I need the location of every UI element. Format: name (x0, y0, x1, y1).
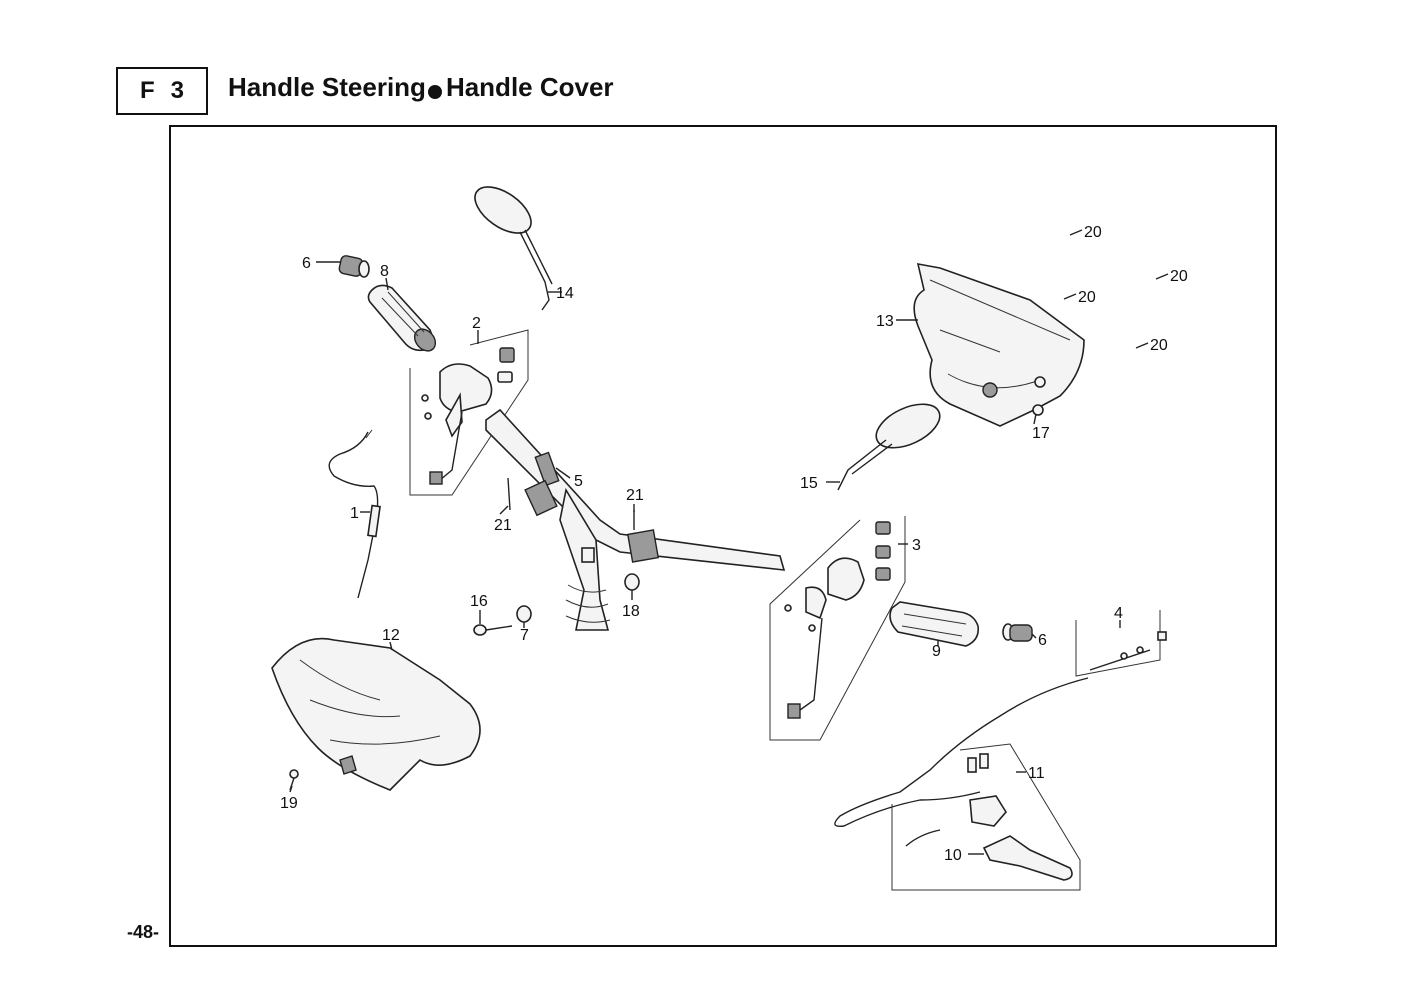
left-bar-end-weight-drawing (338, 255, 370, 278)
brake-lever-assembly-drawing (891, 743, 1081, 891)
page-title: Handle Steering Handle Cover (228, 72, 614, 103)
leader-lines (289, 261, 1121, 855)
callout-2: 2 (472, 315, 481, 332)
left-switch-assembly-drawing (409, 329, 529, 496)
diagram-frame (169, 125, 1277, 947)
callout-3: 3 (912, 537, 921, 554)
section-letter: F (139, 77, 155, 104)
callout-20-b: 20 (1170, 268, 1188, 285)
callout-18: 18 (622, 603, 640, 620)
screw-20a-drawing (1069, 229, 1083, 236)
callout-7: 7 (520, 627, 529, 644)
callout-9: 9 (932, 643, 941, 660)
brake-cable-drawing (834, 610, 1167, 827)
nut-7-drawing (516, 605, 532, 623)
title-part1: Handle Steering (228, 72, 426, 102)
right-switch-assembly-drawing (769, 516, 906, 741)
screw-19-drawing (289, 769, 299, 791)
callout-21-left: 21 (494, 517, 512, 534)
screw-20c-drawing (1063, 293, 1077, 300)
screw-20d-drawing (1135, 342, 1149, 349)
left-grip-drawing (367, 284, 437, 352)
callout-12: 12 (382, 627, 400, 644)
screw-21-left-drawing (507, 477, 511, 511)
callout-14: 14 (556, 285, 574, 302)
section-number: 3 (170, 77, 184, 104)
callout-16: 16 (470, 593, 488, 610)
callout-4: 4 (1114, 605, 1123, 622)
front-handle-cover-drawing (271, 637, 481, 791)
callout-17: 17 (1032, 425, 1050, 442)
callout-20-c: 20 (1078, 289, 1096, 306)
title-part2: Handle Cover (445, 72, 614, 102)
bolt-16-drawing (473, 624, 513, 636)
callout-19: 19 (280, 795, 298, 812)
callout-8: 8 (380, 263, 389, 280)
callout-13: 13 (876, 313, 894, 330)
callout-11: 11 (1028, 765, 1045, 782)
right-mirror-drawing (837, 403, 941, 491)
left-mirror-drawing (474, 186, 553, 311)
throttle-cable-drawing (328, 429, 381, 599)
callout-10: 10 (944, 847, 962, 864)
right-bar-end-weight-drawing (1002, 623, 1033, 642)
screw-17-drawing (1032, 404, 1044, 416)
callout-5: 5 (574, 473, 583, 490)
brake-lever-drawing (982, 835, 1073, 881)
rear-handle-cover-drawing (913, 262, 1085, 427)
section-code-box: F 3 (116, 67, 208, 115)
right-grip-drawing (889, 601, 980, 647)
handlebar-drawing (485, 408, 786, 631)
callout-1: 1 (350, 505, 359, 522)
callout-21-right: 21 (626, 487, 644, 504)
bullet-dot-icon (427, 84, 442, 99)
callout-15: 15 (800, 475, 818, 492)
callout-6-right: 6 (1038, 632, 1047, 649)
callout-20-a: 20 (1084, 224, 1102, 241)
page-number: -48- (127, 922, 160, 942)
callout-6-left: 6 (302, 255, 311, 272)
nut-18-drawing (624, 573, 640, 591)
callout-20-d: 20 (1150, 337, 1168, 354)
screw-20b-drawing (1155, 273, 1169, 280)
